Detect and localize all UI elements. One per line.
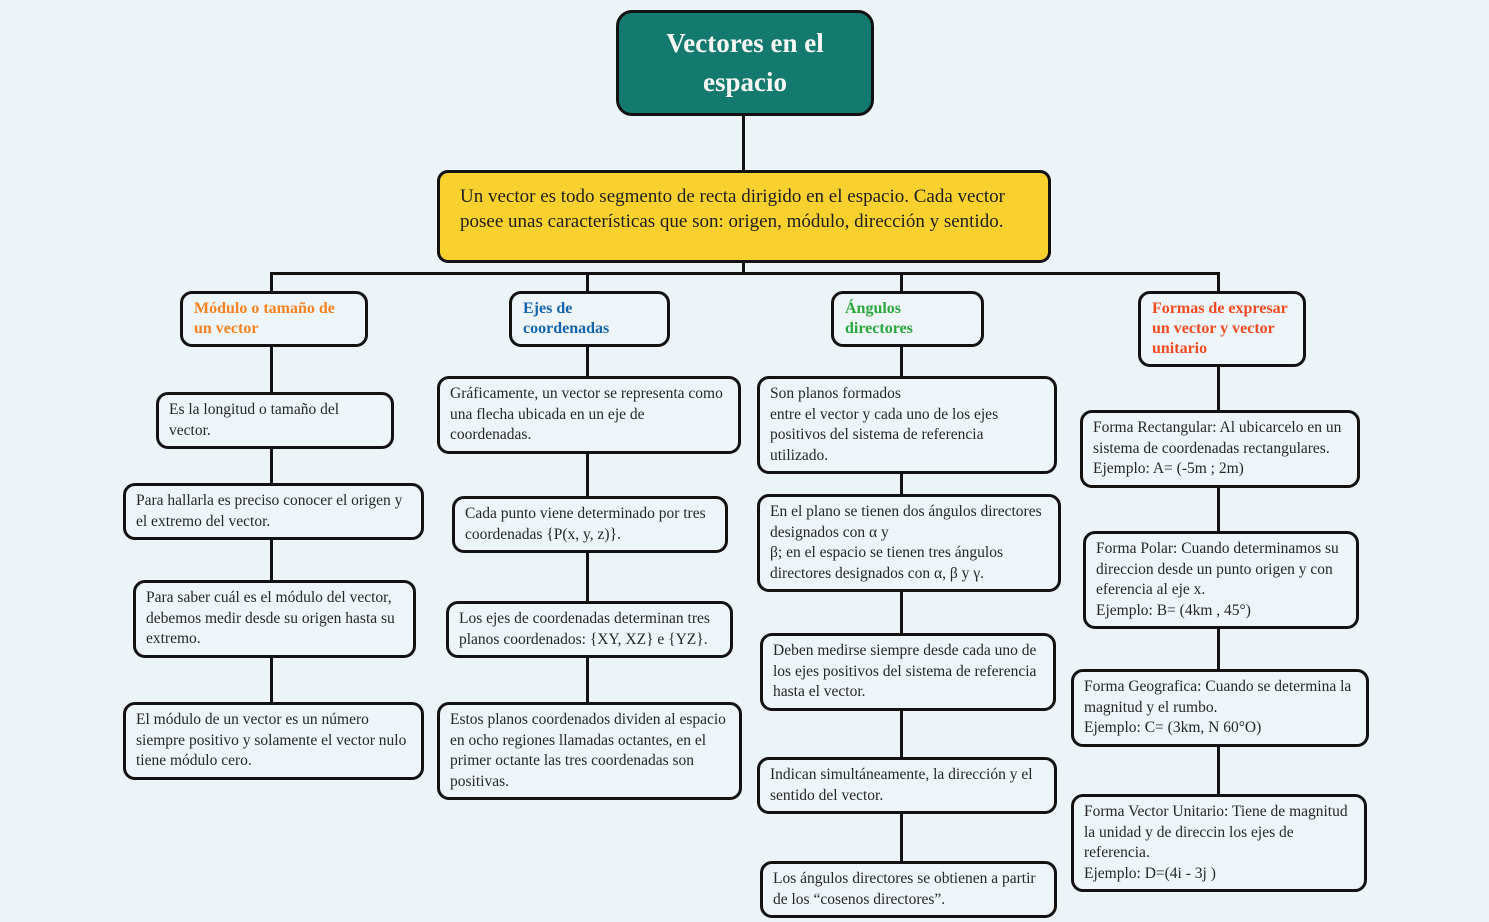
node-angulos-3: Deben medirse siempre desde cada uno de … <box>760 633 1056 711</box>
node-ejes-2: Cada punto viene determinado por tres co… <box>452 496 728 554</box>
node-formas-3: Forma Geografica: Cuando se determina la… <box>1071 669 1369 747</box>
branch-header-formas: Formas de expresar un vector y vector un… <box>1138 291 1306 367</box>
node-modulo-3: Para saber cuál es el módulo del vector,… <box>133 580 416 658</box>
branch-header-ejes: Ejes de coordenadas <box>509 291 670 347</box>
root-node-label: Vectores en el espacio <box>666 27 824 97</box>
node-angulos-2: En el plano se tienen dos ángulos direct… <box>757 494 1061 593</box>
node-angulos-5: Los ángulos directores se obtienen a par… <box>760 861 1057 919</box>
root-node: Vectores en el espacio <box>616 10 874 116</box>
connector-title-intro <box>742 114 745 172</box>
node-modulo-1: Es la longitud o tamaño del vector. <box>156 392 394 450</box>
connector-drop-formas <box>1217 272 1220 296</box>
branch-header-angulos: Ángulos directores <box>831 291 984 347</box>
branch-header-modulo: Módulo o tamaño de un vector <box>180 291 368 347</box>
node-modulo-2: Para hallarla es preciso conocer el orig… <box>123 483 424 541</box>
node-ejes-1: Gráficamente, un vector se representa co… <box>437 376 741 454</box>
node-ejes-4: Estos planos coordenados dividen al espa… <box>437 702 742 801</box>
node-formas-1: Forma Rectangular: Al ubicarcelo en un s… <box>1080 410 1360 488</box>
connector-drop-ejes <box>586 272 589 296</box>
node-angulos-4: Indican simultáneamente, la dirección y … <box>757 757 1057 815</box>
node-formas-4: Forma Vector Unitario: Tiene de magnitud… <box>1071 794 1367 893</box>
node-formas-2: Forma Polar: Cuando determinamos su dire… <box>1083 531 1359 630</box>
connector-bus <box>270 272 1220 275</box>
connector-drop-modulo <box>270 272 273 296</box>
node-modulo-4: El módulo de un vector es un número siem… <box>123 702 424 780</box>
connector-intro-stub <box>742 260 745 274</box>
intro-node: Un vector es todo segmento de recta diri… <box>437 170 1051 263</box>
connector-drop-angulos <box>900 272 903 296</box>
node-ejes-3: Los ejes de coordenadas determinan tres … <box>446 601 733 659</box>
node-angulos-1: Son planos formados entre el vector y ca… <box>757 376 1057 475</box>
